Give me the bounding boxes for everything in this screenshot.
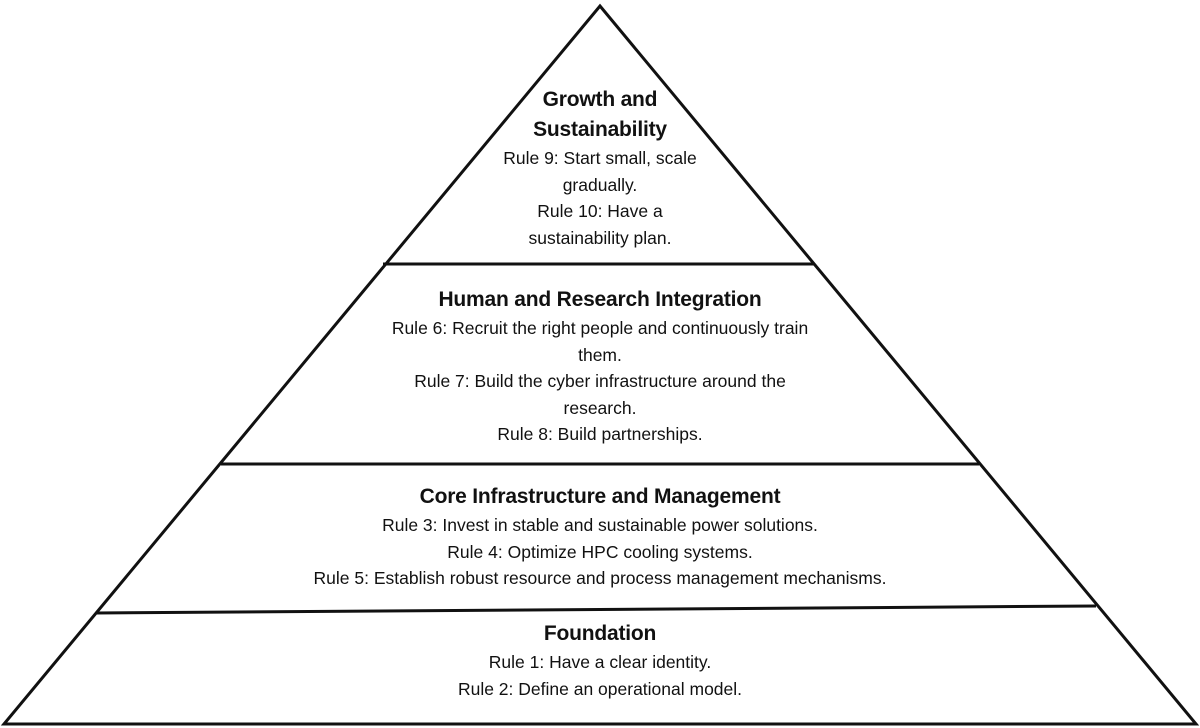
rule-line: Rule 2: Define an operational model. [457, 678, 743, 699]
tier-title-line: Human and Research Integration [438, 288, 762, 311]
rule-line: Rule 7: Build the cyber infrastructure a… [414, 371, 786, 391]
tier-growth-sustainability: Growth and Sustainability Rule 9: Start … [0, 85, 1200, 251]
tier-title-line: Growth and [542, 88, 658, 111]
tier-title-line: Foundation [543, 622, 657, 645]
rule-line: Rule 4: Optimize HPC cooling systems. [447, 541, 753, 562]
rule-line: gradually. [562, 174, 638, 195]
tier-human-research-integration: Human and Research Integration Rule 6: R… [0, 285, 1200, 448]
pyramid-outline [0, 3, 1200, 726]
rule-line: Rule 1: Have a clear identity. [488, 652, 712, 672]
rule-line: them. [578, 344, 622, 365]
rule-line: sustainability plan. [528, 227, 672, 248]
rule-line: research. [563, 397, 637, 418]
tier-divider-3 [95, 604, 1097, 615]
rule-line: Rule 3: Invest in stable and sustainable… [382, 515, 818, 535]
rule-line: Rule 9: Start small, scale [503, 148, 697, 168]
tier-core-infrastructure-management: Core Infrastructure and Management Rule … [0, 482, 1200, 592]
tier-foundation: Foundation Rule 1: Have a clear identity… [0, 619, 1200, 702]
rule-line: Rule 5: Establish robust resource and pr… [313, 568, 887, 588]
rule-line: Rule 8: Build partnerships. [497, 424, 703, 444]
tier-title-line: Core Infrastructure and Management [419, 485, 781, 508]
tier-title-line: Sustainability [533, 118, 667, 141]
rule-line: Rule 10: Have a [537, 201, 663, 221]
rule-line: Rule 6: Recruit the right people and con… [391, 318, 809, 338]
